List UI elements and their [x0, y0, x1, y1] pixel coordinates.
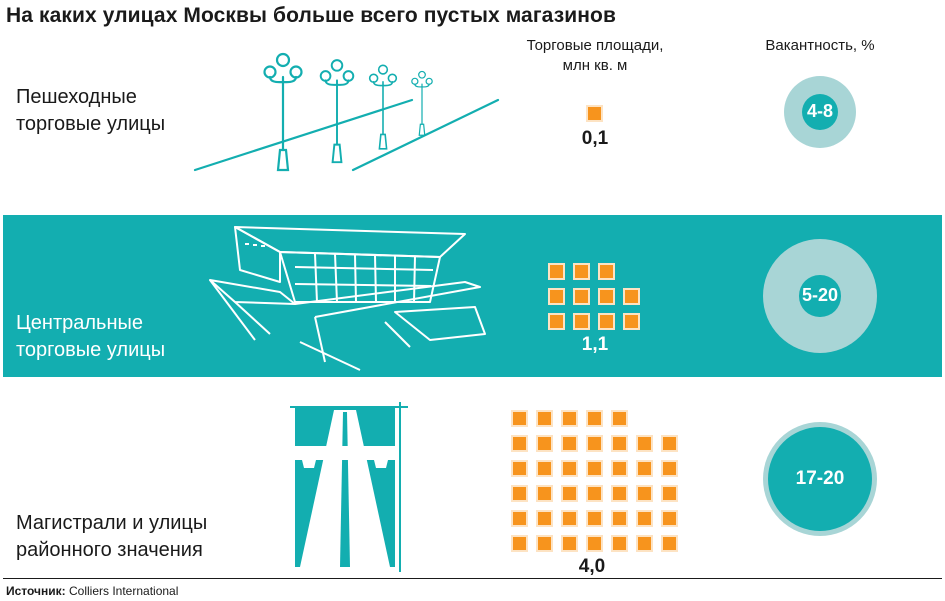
- area-square: [586, 460, 603, 477]
- area-square: [611, 485, 628, 502]
- row-label-line: Пешеходные: [16, 86, 137, 108]
- area-square: [636, 460, 653, 477]
- area-square: [536, 410, 553, 427]
- area-value-central: 1,1: [581, 334, 609, 355]
- area-square: [661, 510, 678, 527]
- vacancy-core: 17-20: [767, 426, 873, 532]
- area-square: [573, 313, 590, 330]
- area-square: [661, 435, 678, 452]
- vacancy-core: 4-8: [801, 93, 839, 131]
- area-square: [586, 535, 603, 552]
- area-square: [511, 410, 528, 427]
- vacancy-column-header: Вакантность, %: [765, 37, 875, 54]
- area-square: [573, 288, 590, 305]
- vacancy-label-central: 5-20: [801, 285, 838, 306]
- area-square: [536, 510, 553, 527]
- area-square: [611, 435, 628, 452]
- row-label-line: Центральные: [16, 312, 144, 334]
- area-square: [611, 410, 628, 427]
- area-square: [561, 485, 578, 502]
- source-note: Источник: Colliers International: [6, 584, 178, 598]
- area-square: [623, 313, 640, 330]
- area-header-line-2: млн кв. м: [562, 57, 628, 74]
- vacancy-donut-central: 5-20: [762, 238, 878, 354]
- area-square: [511, 435, 528, 452]
- area-square: [536, 435, 553, 452]
- area-square: [636, 485, 653, 502]
- area-square: [661, 460, 678, 477]
- area-square: [611, 535, 628, 552]
- area-square: [561, 435, 578, 452]
- area-square: [561, 510, 578, 527]
- area-square: [548, 313, 565, 330]
- row-label-line: торговые улицы: [16, 339, 166, 361]
- area-square: [611, 460, 628, 477]
- area-header-line-1: Торговые площади,: [526, 37, 664, 54]
- row-label-line: районного значения: [16, 539, 203, 561]
- area-square: [636, 535, 653, 552]
- area-square: [598, 263, 615, 280]
- area-square: [586, 485, 603, 502]
- area-square: [586, 105, 603, 122]
- source-label: Источник:: [6, 584, 66, 598]
- area-square: [511, 510, 528, 527]
- area-square: [561, 410, 578, 427]
- area-square: [536, 535, 553, 552]
- area-square: [636, 510, 653, 527]
- row-label-highways: Магистрали и улицы районного значения: [16, 510, 207, 564]
- row-label-line: Магистрали и улицы: [16, 512, 208, 534]
- area-value-pedestrian: 0,1: [581, 128, 609, 149]
- area-square: [511, 535, 528, 552]
- area-column-header: Торговые площади, млн кв. м: [500, 36, 690, 76]
- area-square: [598, 288, 615, 305]
- area-square: [548, 288, 565, 305]
- vacancy-donut-pedestrian: 4-8: [783, 75, 857, 149]
- area-square: [586, 435, 603, 452]
- area-square: [573, 263, 590, 280]
- area-square: [548, 263, 565, 280]
- area-square: [586, 510, 603, 527]
- area-square: [611, 510, 628, 527]
- chart-title: На каких улицах Москвы больше всего пуст…: [6, 4, 616, 27]
- row-label-central: Центральные торговые улицы: [16, 310, 165, 364]
- highway-road-icon: [290, 402, 408, 572]
- area-square: [536, 460, 553, 477]
- area-square: [623, 288, 640, 305]
- area-square: [511, 485, 528, 502]
- street-lamps-icon: [193, 52, 500, 172]
- footer-rule: [3, 578, 942, 579]
- area-square: [561, 460, 578, 477]
- vacancy-core: 5-20: [799, 275, 841, 317]
- area-square: [511, 460, 528, 477]
- storefront-building-icon: [209, 226, 486, 371]
- row-label-pedestrian: Пешеходные торговые улицы: [16, 84, 165, 138]
- source-value: Colliers International: [69, 584, 179, 598]
- area-square: [661, 485, 678, 502]
- vacancy-donut-highways: 17-20: [762, 421, 878, 537]
- area-value-highways: 4,0: [578, 556, 606, 577]
- area-square: [636, 435, 653, 452]
- area-square: [536, 485, 553, 502]
- area-square: [661, 535, 678, 552]
- area-square: [586, 410, 603, 427]
- row-label-line: торговые улицы: [16, 113, 166, 135]
- area-square: [598, 313, 615, 330]
- vacancy-label-pedestrian: 4-8: [806, 101, 833, 122]
- vacancy-label-highways: 17-20: [795, 467, 845, 489]
- area-square: [561, 535, 578, 552]
